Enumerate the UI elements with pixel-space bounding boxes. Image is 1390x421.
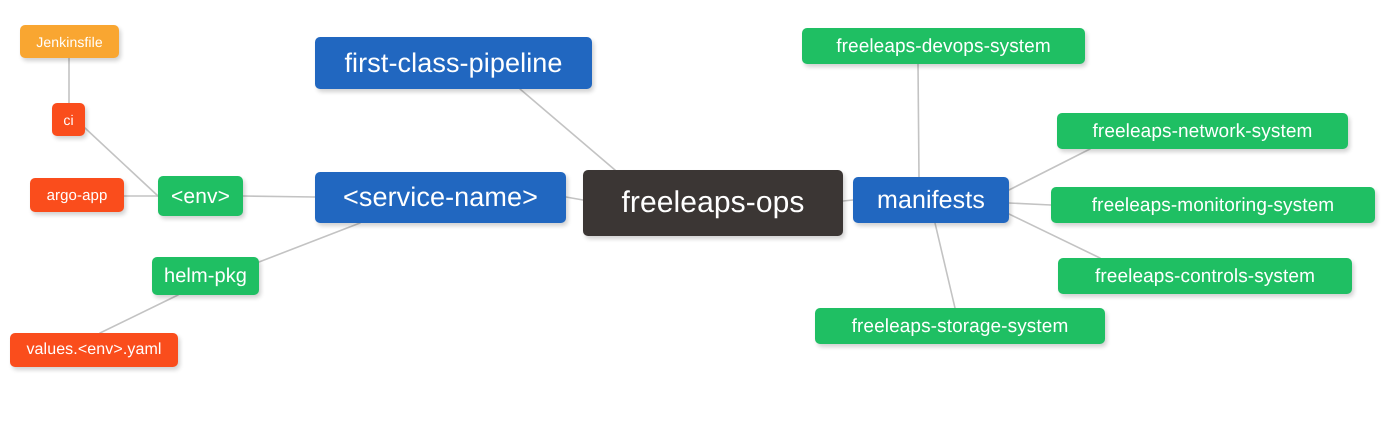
node-service-name[interactable]: <service-name> [315, 172, 566, 223]
node-argo-app[interactable]: argo-app [30, 178, 124, 212]
edge-manifests-to-devops-system [917, 63, 920, 178]
node-monitoring-system[interactable]: freeleaps-monitoring-system [1051, 187, 1375, 223]
node-network-system[interactable]: freeleaps-network-system [1057, 113, 1348, 149]
edge-freeleaps-ops-to-manifests [842, 199, 854, 202]
node-jenkinsfile[interactable]: Jenkinsfile [20, 25, 119, 58]
node-storage-system[interactable]: freeleaps-storage-system [815, 308, 1105, 344]
node-values-env-yaml[interactable]: values.<env>.yaml [10, 333, 178, 367]
edge-service-name-to-helm-pkg [258, 222, 361, 263]
edge-service-name-to-freeleaps-ops [565, 196, 584, 201]
edge-manifests-to-network-system [1008, 148, 1091, 191]
edge-first-class-pipeline-to-freeleaps-ops [519, 88, 616, 171]
node-first-class-pipeline[interactable]: first-class-pipeline [315, 37, 592, 89]
node-manifests[interactable]: manifests [853, 177, 1009, 223]
node-freeleaps-ops[interactable]: freeleaps-ops [583, 170, 843, 236]
node-controls-system[interactable]: freeleaps-controls-system [1058, 258, 1352, 294]
node-devops-system[interactable]: freeleaps-devops-system [802, 28, 1085, 64]
node-helm-pkg[interactable]: helm-pkg [152, 257, 259, 295]
node-ci[interactable]: ci [52, 103, 85, 136]
edge-env-to-service-name [242, 195, 316, 198]
edge-manifests-to-storage-system [934, 222, 956, 309]
edge-manifests-to-monitoring-system [1008, 202, 1052, 206]
edge-helm-pkg-to-values-env-yaml [99, 294, 179, 334]
node-env[interactable]: <env> [158, 176, 243, 216]
